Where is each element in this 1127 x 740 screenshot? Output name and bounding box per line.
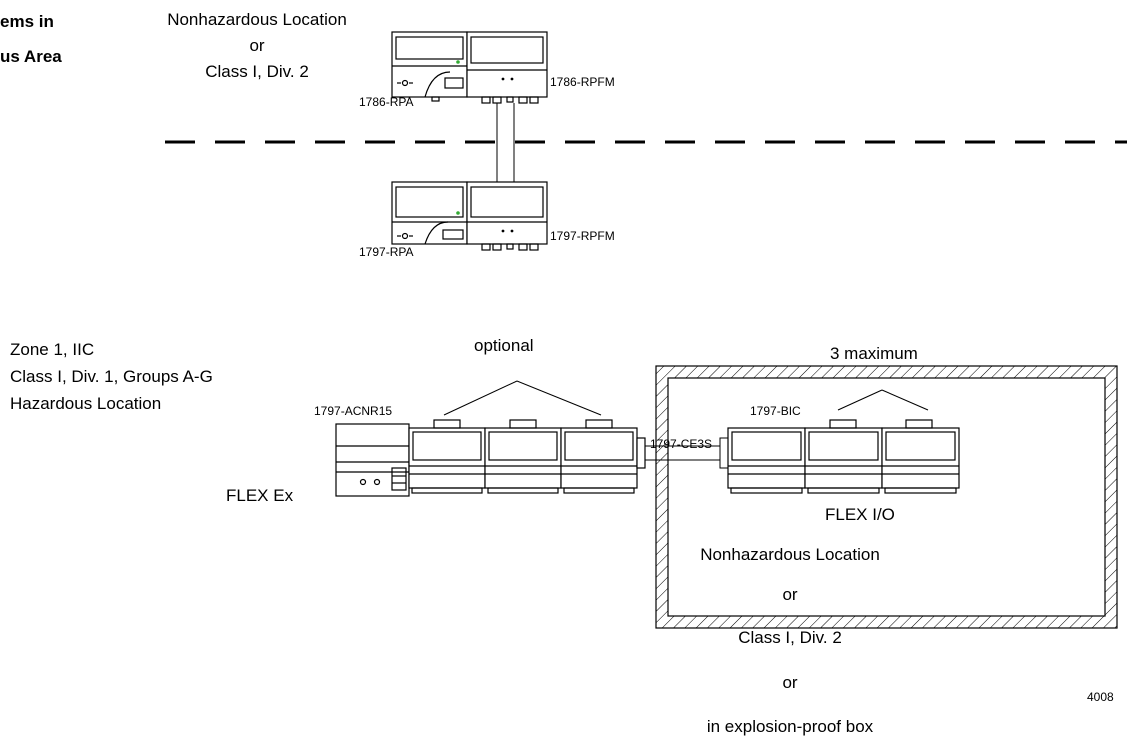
lower-adapter-pair	[391, 181, 548, 251]
flex-io-modules	[727, 419, 960, 494]
heading-line-2: us Area	[0, 47, 62, 66]
max-bracket	[837, 389, 929, 411]
flex-io-location-line-3: Class I, Div. 2	[738, 628, 842, 647]
adapter-cable	[496, 103, 515, 182]
upper-rpa-label: 1786-RPA	[359, 95, 414, 109]
hazard-zone-line-3: Hazardous Location	[10, 394, 162, 413]
flex-io-location-line-4: or	[782, 673, 798, 692]
flex-io-label: FLEX I/O	[825, 505, 895, 524]
upper-rpfm-label: 1786-RPFM	[550, 75, 615, 89]
flex-ex-adapter	[335, 423, 410, 497]
lower-rpfm-label: 1797-RPFM	[550, 229, 615, 243]
flex-ex-modules	[408, 419, 646, 494]
optional-bracket	[443, 380, 602, 416]
top-location-line-1: Nonhazardous Location	[167, 10, 347, 29]
hazard-zone-line-2: Class I, Div. 1, Groups A-G	[10, 367, 213, 386]
figure-number: 4008	[1087, 690, 1114, 704]
bic-label: 1797-BIC	[750, 404, 801, 418]
flex-ex-adapter-label: 1797-ACNR15	[314, 404, 393, 418]
upper-adapter-pair	[391, 31, 548, 104]
top-location-line-3: Class I, Div. 2	[205, 62, 309, 81]
flex-io-location-line-1: Nonhazardous Location	[700, 545, 880, 564]
hazard-zone-line-1: Zone 1, IIC	[10, 340, 95, 359]
top-location-line-2: or	[249, 36, 265, 55]
cable-label: 1797-CE3S	[650, 437, 713, 451]
nonhazardous-enclosure	[655, 365, 1118, 629]
flex-ex-label: FLEX Ex	[226, 486, 294, 505]
flex-io-location-line-5: in explosion-proof box	[706, 717, 874, 736]
max-label: 3 maximum	[830, 344, 918, 363]
optional-label: optional	[474, 336, 534, 355]
lower-rpa-label: 1797-RPA	[359, 245, 414, 259]
flex-io-location-line-2: or	[782, 585, 798, 604]
heading-line-1: ems in	[0, 12, 54, 31]
